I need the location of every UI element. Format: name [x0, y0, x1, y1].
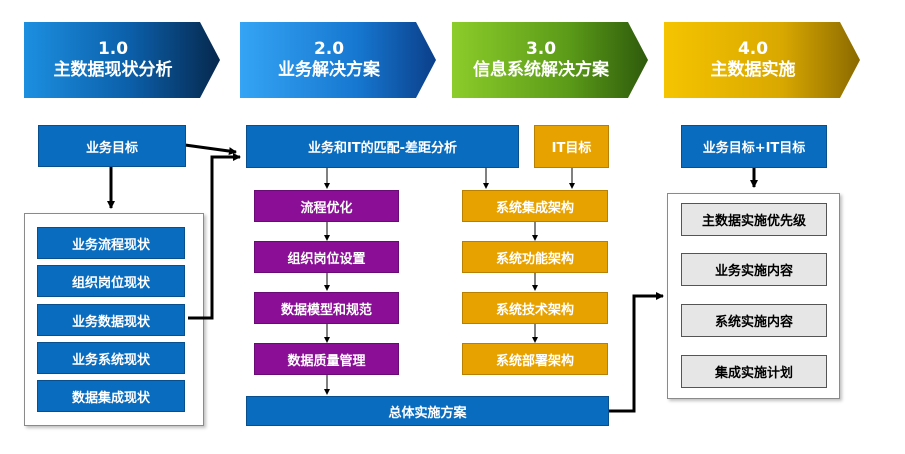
- phase-2-shape: [240, 22, 436, 98]
- current-state-item: 数据集成现状: [37, 380, 185, 412]
- business-solution-item: 流程优化: [254, 190, 399, 222]
- business-it-goal-box: 业务目标+IT目标: [681, 125, 827, 168]
- business-solution-item: 数据模型和规范: [254, 292, 399, 324]
- phase-3-number: 3.0: [525, 38, 557, 59]
- implementation-item: 主数据实施优先级: [681, 203, 827, 236]
- phase-1-number: 1.0: [97, 38, 129, 59]
- current-state-item: 业务数据现状: [37, 304, 185, 336]
- business-goal-box: 业务目标: [38, 125, 186, 167]
- phase-2-number: 2.0: [313, 38, 345, 59]
- implementation-item: 业务实施内容: [681, 253, 827, 286]
- current-state-item: 业务流程现状: [37, 227, 185, 259]
- phase-4-shape: [664, 22, 860, 98]
- phase-3-shape: [452, 22, 648, 98]
- phase-3-title: 信息系统解决方案: [473, 60, 609, 80]
- phase-4-title: 主数据实施: [710, 60, 796, 80]
- phase-2-chevron: 2.0 业务解决方案: [240, 22, 436, 98]
- current-state-item: 业务系统现状: [37, 342, 185, 374]
- system-solution-item: 系统集成架构: [462, 190, 608, 222]
- phase-4-number: 4.0: [737, 38, 769, 59]
- gap-analysis-box: 业务和IT的匹配-差距分析: [246, 125, 519, 168]
- system-solution-item: 系统功能架构: [462, 241, 608, 273]
- business-solution-item: 组织岗位设置: [254, 241, 399, 273]
- phase-1-shape: [24, 22, 220, 98]
- phase-4-chevron: 4.0 主数据实施: [664, 22, 860, 98]
- system-solution-item: 系统技术架构: [462, 292, 608, 324]
- phase-3-chevron: 3.0 信息系统解决方案: [452, 22, 648, 98]
- system-solution-item: 系统部署架构: [462, 343, 608, 375]
- phase-1-chevron: 1.0 主数据现状分析: [24, 22, 220, 98]
- it-goal-box: IT目标: [534, 125, 609, 168]
- current-state-item: 组织岗位现状: [37, 265, 185, 297]
- phase-2-title: 业务解决方案: [278, 60, 380, 80]
- implementation-item: 系统实施内容: [681, 304, 827, 337]
- business-solution-item: 数据质量管理: [254, 343, 399, 375]
- overall-plan-box: 总体实施方案: [246, 396, 609, 426]
- phase-1-title: 主数据现状分析: [53, 60, 173, 80]
- implementation-item: 集成实施计划: [681, 355, 827, 388]
